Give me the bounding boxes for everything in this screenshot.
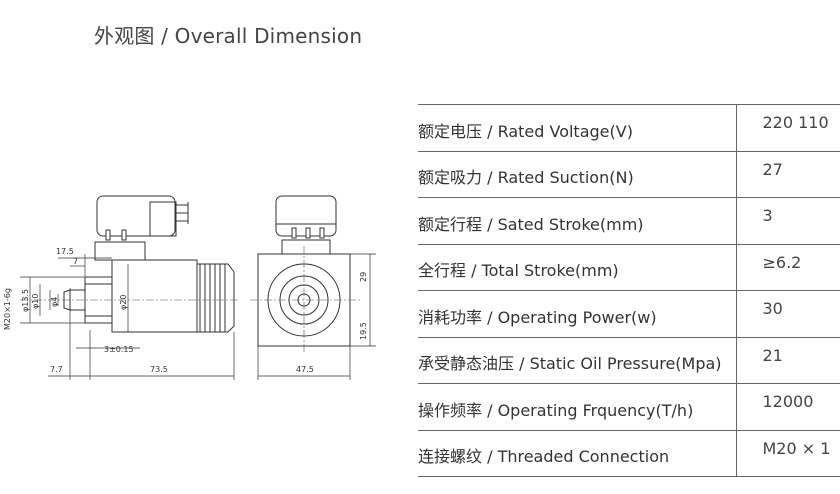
spec-value-operating-power: 30 [735, 290, 840, 337]
spec-value-operating-frequency: 12000 [735, 383, 840, 430]
spec-table: 额定电压 / Rated Voltage(V) 220 110 额定吸力 / R… [418, 104, 840, 477]
spec-value-sated-stroke: 3 [735, 197, 840, 244]
dim-3-tol: 3±0.15 [104, 345, 134, 354]
table-row: 操作频率 / Operating Frquency(T/h) 12000 [418, 383, 840, 430]
dim-7-7: 7.7 [50, 365, 63, 374]
dim-phi13-5: φ13.5 [21, 289, 30, 312]
spec-label-sated-stroke: 额定行程 / Sated Stroke(mm) [418, 197, 736, 244]
spec-label-rated-suction: 额定吸力 / Rated Suction(N) [418, 150, 736, 198]
connector-base-front [281, 239, 331, 255]
spec-value-rated-voltage: 220 110 [735, 104, 840, 151]
dim-7: 7 [73, 257, 78, 266]
spec-value-total-stroke: ≥6.2 [735, 243, 840, 291]
lock-nut-side [196, 263, 235, 333]
spec-value-threaded-connection: M20 × 1 [735, 429, 840, 477]
spec-label-rated-voltage: 额定电压 / Rated Voltage(V) [418, 104, 736, 151]
table-row: 消耗功率 / Operating Power(w) 30 [418, 290, 840, 337]
dim-phi4: φ4 [50, 297, 59, 307]
connector-cap-side [149, 201, 177, 237]
dim-73-5: 73.5 [150, 365, 168, 374]
table-row: 额定行程 / Sated Stroke(mm) 3 [418, 197, 840, 244]
spec-label-total-stroke: 全行程 / Total Stroke(mm) [418, 243, 736, 291]
dim-phi20: φ20 [119, 295, 128, 310]
spec-label-operating-frequency: 操作频率 / Operating Frquency(T/h) [418, 383, 736, 430]
connector-base-side [94, 241, 146, 261]
table-row: 额定吸力 / Rated Suction(N) 27 [418, 150, 840, 198]
dim-29: 29 [359, 272, 368, 282]
spec-value-rated-suction: 27 [735, 150, 840, 198]
dim-19-5: 19.5 [359, 322, 368, 340]
dim-phi10: φ10 [31, 294, 40, 309]
table-row: 额定电压 / Rated Voltage(V) 220 110 [418, 104, 840, 151]
dim-47-5: 47.5 [296, 365, 314, 374]
table-row: 连接螺纹 / Threaded Connection M20 × 1 [418, 429, 840, 477]
spec-label-threaded-connection: 连接螺纹 / Threaded Connection [418, 429, 736, 477]
spec-label-operating-power: 消耗功率 / Operating Power(w) [418, 290, 736, 337]
overall-dimension-drawing: 17.5 7 3±0.15 7.7 73.5 M20×1-6g φ13.5 φ1… [3, 195, 376, 380]
spec-value-static-oil-pressure: 21 [735, 336, 840, 384]
dim-thread: M20×1-6g [3, 288, 12, 330]
table-row: 承受静态油压 / Static Oil Pressure(Mpa) 21 [418, 336, 840, 384]
spec-label-static-oil-pressure: 承受静态油压 / Static Oil Pressure(Mpa) [418, 336, 736, 384]
table-row: 全行程 / Total Stroke(mm) ≥6.2 [418, 243, 840, 291]
page-title: 外观图 / Overall Dimension [94, 24, 363, 48]
dim-17-5: 17.5 [56, 247, 74, 256]
connector-plug-side [96, 195, 176, 237]
